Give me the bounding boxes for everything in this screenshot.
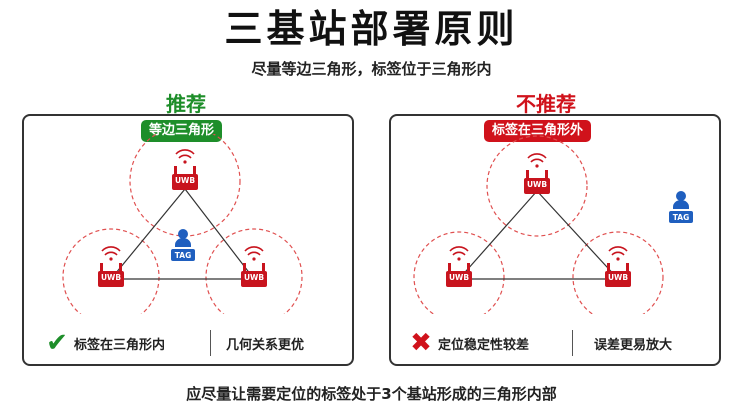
not-recommended-diagram: UWB UWB UWB TAG	[413, 135, 693, 314]
point-text: 误差更易放大	[594, 337, 673, 353]
uwb-anchor	[241, 246, 267, 287]
divider	[210, 330, 211, 356]
divider	[572, 330, 573, 356]
tag-person-icon	[171, 229, 195, 261]
triangle-edge	[110, 188, 186, 280]
triangle-edge	[536, 190, 619, 280]
anchor-label: UWB	[175, 176, 195, 185]
recommended-point-1: ✔ 标签在三角形内	[40, 328, 165, 358]
range-circle	[205, 228, 303, 314]
uwb-anchor	[98, 246, 124, 287]
anchor-label: UWB	[244, 273, 264, 282]
uwb-anchor	[446, 246, 472, 287]
check-icon: ✔	[46, 328, 68, 358]
uwb-anchor	[172, 149, 198, 190]
tag-label: TAG	[175, 251, 192, 260]
page-title: 三基站部署原则	[224, 7, 519, 51]
cross-icon: ✖	[410, 328, 432, 358]
recommended-diagram: UWB UWB UWB TAG	[62, 134, 303, 314]
tag-label: TAG	[673, 213, 690, 222]
uwb-anchor	[605, 246, 631, 287]
triangle-edge	[458, 190, 538, 280]
not-recommended-panel	[389, 114, 721, 366]
not-recommended-heading: 不推荐	[516, 92, 576, 116]
wifi-icon	[611, 251, 625, 256]
not-recommended-badge: 标签在三角形外	[484, 120, 592, 142]
point-text: 标签在三角形内	[74, 337, 166, 353]
wifi-icon	[104, 251, 118, 256]
wifi-icon	[530, 158, 544, 163]
uwb-anchor	[524, 153, 550, 194]
wifi-icon	[452, 251, 466, 256]
wifi-icon	[178, 154, 192, 159]
triangle-edge	[184, 188, 255, 280]
anchor-label: UWB	[527, 180, 547, 189]
footer-note: 应尽量让需要定位的标签处于3个基站形成的三角形内部	[186, 385, 557, 403]
point-text: 定位稳定性较差	[438, 337, 530, 353]
range-circle	[572, 231, 664, 314]
recommended-badge: 等边三角形	[141, 120, 223, 142]
recommended-heading: 推荐	[166, 92, 206, 116]
not-recommended-point-1: ✖ 定位稳定性较差	[404, 328, 529, 358]
tag-person-icon	[669, 191, 693, 223]
range-circle	[413, 231, 505, 314]
not-recommended-point-2: 误差更易放大	[594, 328, 672, 358]
wifi-icon	[247, 251, 261, 256]
recommended-point-2: 几何关系更优	[226, 328, 304, 358]
anchor-label: UWB	[449, 273, 469, 282]
point-text: 几何关系更优	[226, 337, 305, 353]
range-circle	[62, 228, 160, 314]
range-circle	[486, 135, 588, 237]
anchor-label: UWB	[608, 273, 628, 282]
anchor-label: UWB	[101, 273, 121, 282]
page-subtitle: 尽量等边三角形，标签位于三角形内	[251, 60, 492, 78]
